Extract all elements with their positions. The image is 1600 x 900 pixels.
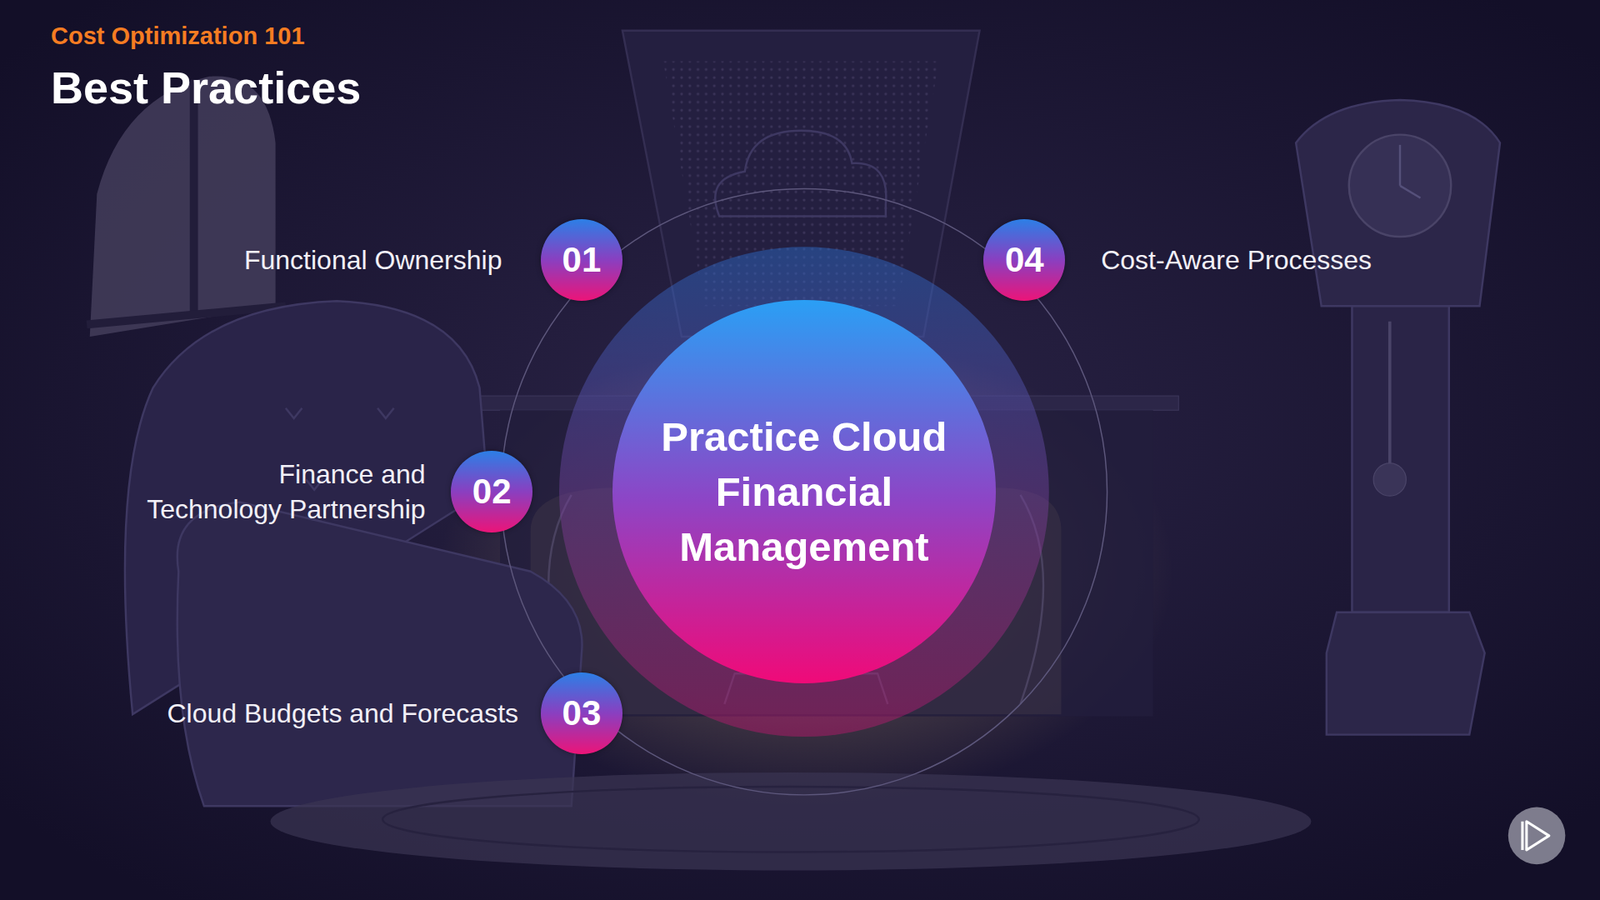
armchair-arm xyxy=(177,501,583,806)
pendulum-rod xyxy=(1388,321,1392,465)
clock-face xyxy=(1349,135,1451,237)
number-badge: 03Cloud Budgets and Forecasts xyxy=(540,672,623,755)
pendulum-bob xyxy=(1373,463,1406,496)
clock-hand xyxy=(1399,145,1401,186)
play-icon xyxy=(1522,821,1550,850)
rug xyxy=(270,772,1311,871)
hub-label: Practice Cloud Financial Management xyxy=(637,409,972,575)
halo xyxy=(559,246,1050,737)
practice-label: Cost-Aware Processes xyxy=(1100,242,1372,278)
clock-hand xyxy=(1400,185,1420,199)
clock-base xyxy=(1326,612,1485,735)
callout-number: 02 xyxy=(472,474,512,510)
window-mullion xyxy=(190,80,199,320)
number-badge: 02Finance and Technology Partnership xyxy=(450,450,533,533)
callout-number: 04 xyxy=(1005,242,1045,278)
armchair xyxy=(125,300,583,806)
play-button xyxy=(1508,807,1566,865)
callout-number: 01 xyxy=(562,242,602,278)
play-circle xyxy=(1508,807,1566,865)
practice-label: Finance and Technology Partnership xyxy=(140,456,426,527)
kicker-label: Cost Optimization 101 xyxy=(50,21,305,51)
practice-label: Functional Ownership xyxy=(244,242,502,278)
grandfather-clock xyxy=(1295,100,1500,735)
clock-trunk xyxy=(1351,305,1449,612)
orbit-ring xyxy=(500,189,1107,795)
rug-inner xyxy=(382,786,1200,852)
slide-title: Best Practices xyxy=(50,60,361,115)
window-pane xyxy=(90,75,276,337)
practice-label: Cloud Budgets and Forecasts xyxy=(166,695,519,731)
hub-circle: Practice Cloud Financial Management xyxy=(612,300,996,684)
cloud-ornament xyxy=(715,130,886,217)
rug-outer xyxy=(270,772,1311,871)
number-badge: 01Functional Ownership xyxy=(540,219,623,301)
window xyxy=(86,75,286,337)
callout-number: 03 xyxy=(562,695,602,731)
number-badge: 04Cost-Aware Processes xyxy=(983,219,1065,301)
clock-head xyxy=(1295,100,1500,306)
